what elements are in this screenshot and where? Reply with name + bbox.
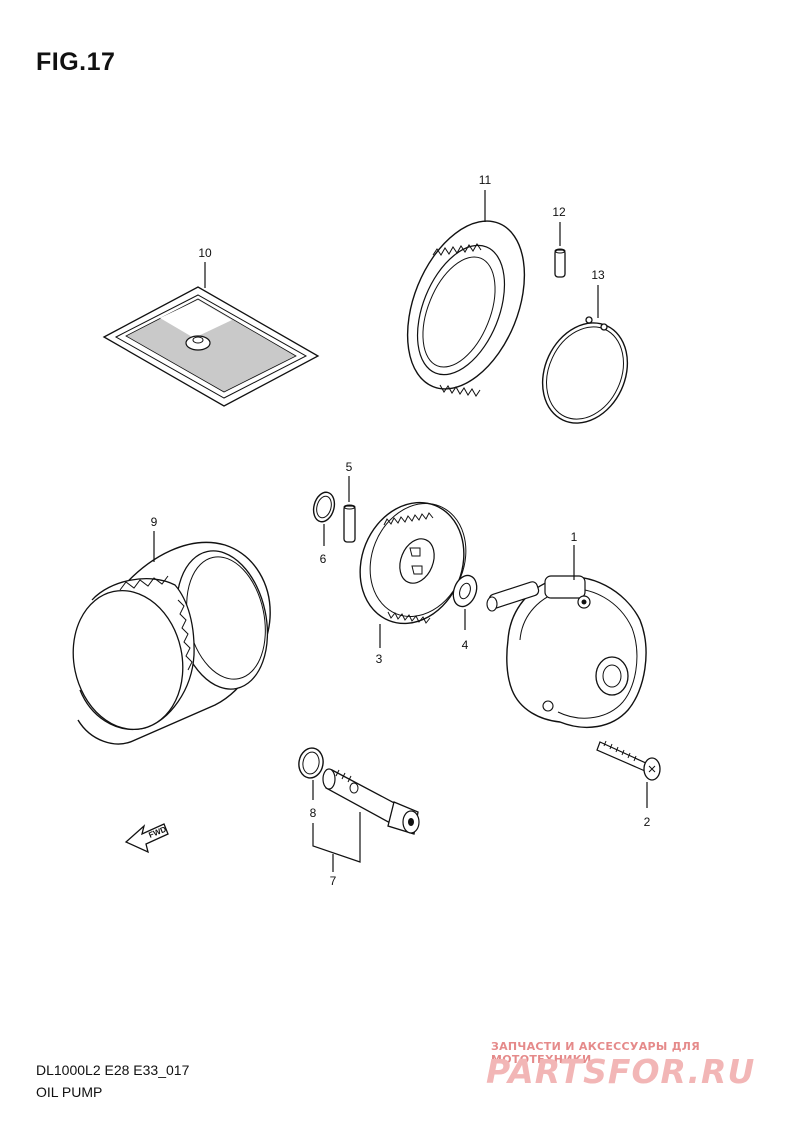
callout-3: 3 [376,624,383,666]
callout-7-label: 7 [330,874,337,888]
callout-1-label: 1 [571,530,578,544]
callout-8: 8 [310,780,317,820]
washer[interactable] [449,572,481,610]
callout-10-label: 10 [198,246,212,260]
o-ring[interactable] [297,746,326,780]
callout-4: 4 [462,609,469,652]
fwd-arrow-icon: FWD [124,823,169,854]
callout-3-label: 3 [376,652,383,666]
oil-strainer[interactable] [102,286,320,407]
circlip-6[interactable] [310,490,337,524]
section-name: OIL PUMP [36,1084,103,1100]
callout-4-label: 4 [462,638,469,652]
callout-10: 10 [198,246,212,288]
callout-1: 1 [571,530,578,580]
callout-8-label: 8 [310,806,317,820]
callout-5: 5 [346,460,353,502]
callout-12-label: 12 [552,205,566,219]
watermark-tagline: ЗАПЧАСТИ И АКСЕССУАРЫ ДЛЯ МОТОТЕХНИКИ [491,1040,701,1066]
screw[interactable] [596,740,661,781]
figure-title: FIG.17 [36,48,116,76]
callout-6-label: 6 [320,552,327,566]
driven-gear[interactable] [342,487,482,639]
drive-gear[interactable] [385,204,547,406]
pin-5[interactable] [343,504,356,543]
callout-9-label: 9 [151,515,158,529]
model-code: DL1000L2 E28 E33_017 [36,1062,190,1078]
callout-12: 12 [552,205,566,246]
callout-9: 9 [151,515,158,562]
oil-filter[interactable] [61,541,280,745]
callout-5-label: 5 [346,460,353,474]
callout-11: 11 [479,173,492,222]
oil-pump-body[interactable] [486,575,647,729]
callout-2: 2 [644,782,651,829]
pin-12[interactable] [554,248,566,278]
callout-11-label: 11 [479,173,492,187]
union-bolt[interactable] [322,768,420,835]
callout-2-label: 2 [644,815,651,829]
callout-13-label: 13 [591,268,605,282]
callout-13: 13 [591,268,605,318]
watermark-logo: PARTSFOR.RU [486,1052,756,1091]
callout-7: 7 [312,812,361,888]
circlip-13[interactable] [527,309,643,437]
callout-6: 6 [320,524,327,566]
